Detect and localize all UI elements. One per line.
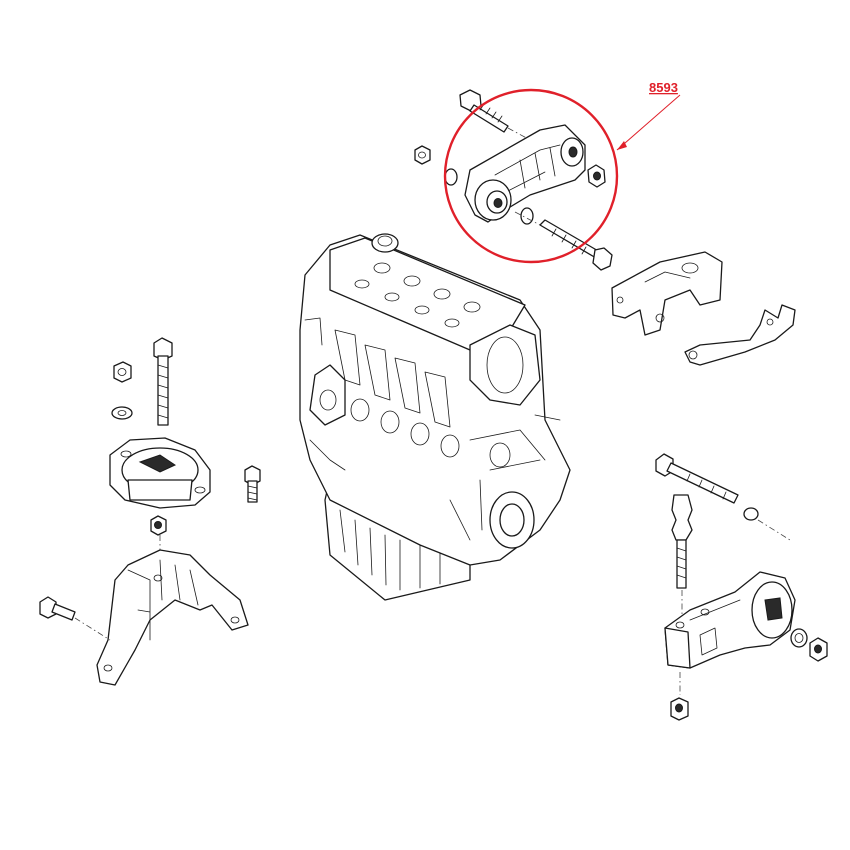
part-number-label[interactable]: 8593 [649, 80, 678, 95]
right-lower-mount-assembly [655, 453, 828, 721]
torque-rod-assembly[interactable] [414, 89, 613, 271]
nut-left-mount [113, 361, 132, 383]
washer-lower [520, 207, 534, 225]
washer-right-mount [743, 507, 759, 521]
left-mount-assembly [39, 337, 261, 686]
washer-left [444, 168, 458, 186]
support-strap [684, 304, 796, 366]
callout-leader-line [616, 94, 681, 151]
part-callout[interactable]: 8593 [443, 80, 681, 264]
washer-right-outer [790, 628, 808, 648]
nut-left [414, 145, 431, 165]
upper-right-bracket [611, 251, 723, 336]
bolt-top [459, 89, 509, 133]
washer-left-mount [111, 406, 133, 420]
engine-block [299, 233, 571, 601]
nut-right [587, 164, 606, 188]
callout-arrowhead [617, 141, 627, 150]
bolt-lower [539, 219, 613, 271]
highlight-circle [443, 88, 619, 264]
